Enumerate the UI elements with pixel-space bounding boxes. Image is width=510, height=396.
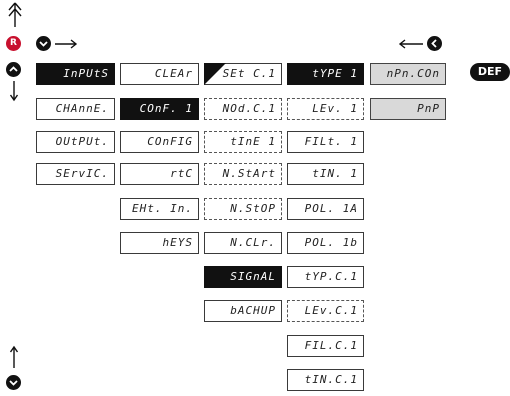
- menu-pol-1b[interactable]: POL. 1b: [287, 232, 364, 254]
- up-chevron-icon: [9, 66, 18, 72]
- menu-tim-1[interactable]: tIN. 1: [287, 163, 364, 185]
- menu-set-c1[interactable]: SEt C.1: [204, 63, 282, 85]
- menu-mod-c1[interactable]: NOd.C.1: [204, 98, 282, 120]
- up-double-arrow-icon: [8, 2, 22, 27]
- menu-keys[interactable]: hEYS: [120, 232, 199, 254]
- menu-lev-1[interactable]: LEv. 1: [287, 98, 364, 120]
- menu-backup[interactable]: bACHUP: [204, 300, 282, 322]
- menu-clear[interactable]: CLEAr: [120, 63, 199, 85]
- arrow-right-icon: [55, 39, 78, 49]
- menu-type-1[interactable]: tYPE 1: [287, 63, 364, 85]
- menu-conf-1[interactable]: COnF. 1: [120, 98, 199, 120]
- down-chevron-icon: [9, 380, 18, 386]
- menu-filt-1[interactable]: FILt. 1: [287, 131, 364, 153]
- menu-time-1[interactable]: tInE 1: [204, 131, 282, 153]
- reset-button[interactable]: R: [6, 36, 21, 51]
- menu-typ-c1[interactable]: tYP.C.1: [287, 266, 364, 288]
- left-button[interactable]: [427, 36, 442, 51]
- down-button-bottom[interactable]: [6, 375, 21, 390]
- menu-signal[interactable]: SIGnAL: [204, 266, 282, 288]
- menu-m-start[interactable]: N.StArt: [204, 163, 282, 185]
- arrow-left-icon: [398, 39, 423, 49]
- menu-config[interactable]: COnFIG: [120, 131, 199, 153]
- up-button[interactable]: [6, 62, 21, 77]
- arrow-up-icon: [9, 345, 19, 368]
- menu-pol-1a[interactable]: POL. 1A: [287, 198, 364, 220]
- menu-channel[interactable]: CHAnnE.: [36, 98, 115, 120]
- menu-m-clr[interactable]: N.CLr.: [204, 232, 282, 254]
- left-chevron-icon: [431, 39, 437, 48]
- down-chevron-icon: [39, 41, 48, 47]
- menu-m-stop[interactable]: N.StOP: [204, 198, 282, 220]
- menu-ext-in[interactable]: EHt. In.: [120, 198, 199, 220]
- def-badge: DEF: [470, 63, 510, 81]
- menu-output[interactable]: OUtPUt.: [36, 131, 115, 153]
- arrow-down-icon: [9, 81, 19, 102]
- menu-fil-c1[interactable]: FIL.C.1: [287, 335, 364, 357]
- option-pnp[interactable]: PnP: [370, 98, 446, 120]
- menu-service[interactable]: SErvIC.: [36, 163, 115, 185]
- option-npn-con[interactable]: nPn.COn: [370, 63, 446, 85]
- down-button[interactable]: [36, 36, 51, 51]
- menu-rtc[interactable]: rtC: [120, 163, 199, 185]
- menu-lev-c1[interactable]: LEv.C.1: [287, 300, 364, 322]
- menu-inputs[interactable]: InPUtS: [36, 63, 115, 85]
- menu-tim-c1[interactable]: tIN.C.1: [287, 369, 364, 391]
